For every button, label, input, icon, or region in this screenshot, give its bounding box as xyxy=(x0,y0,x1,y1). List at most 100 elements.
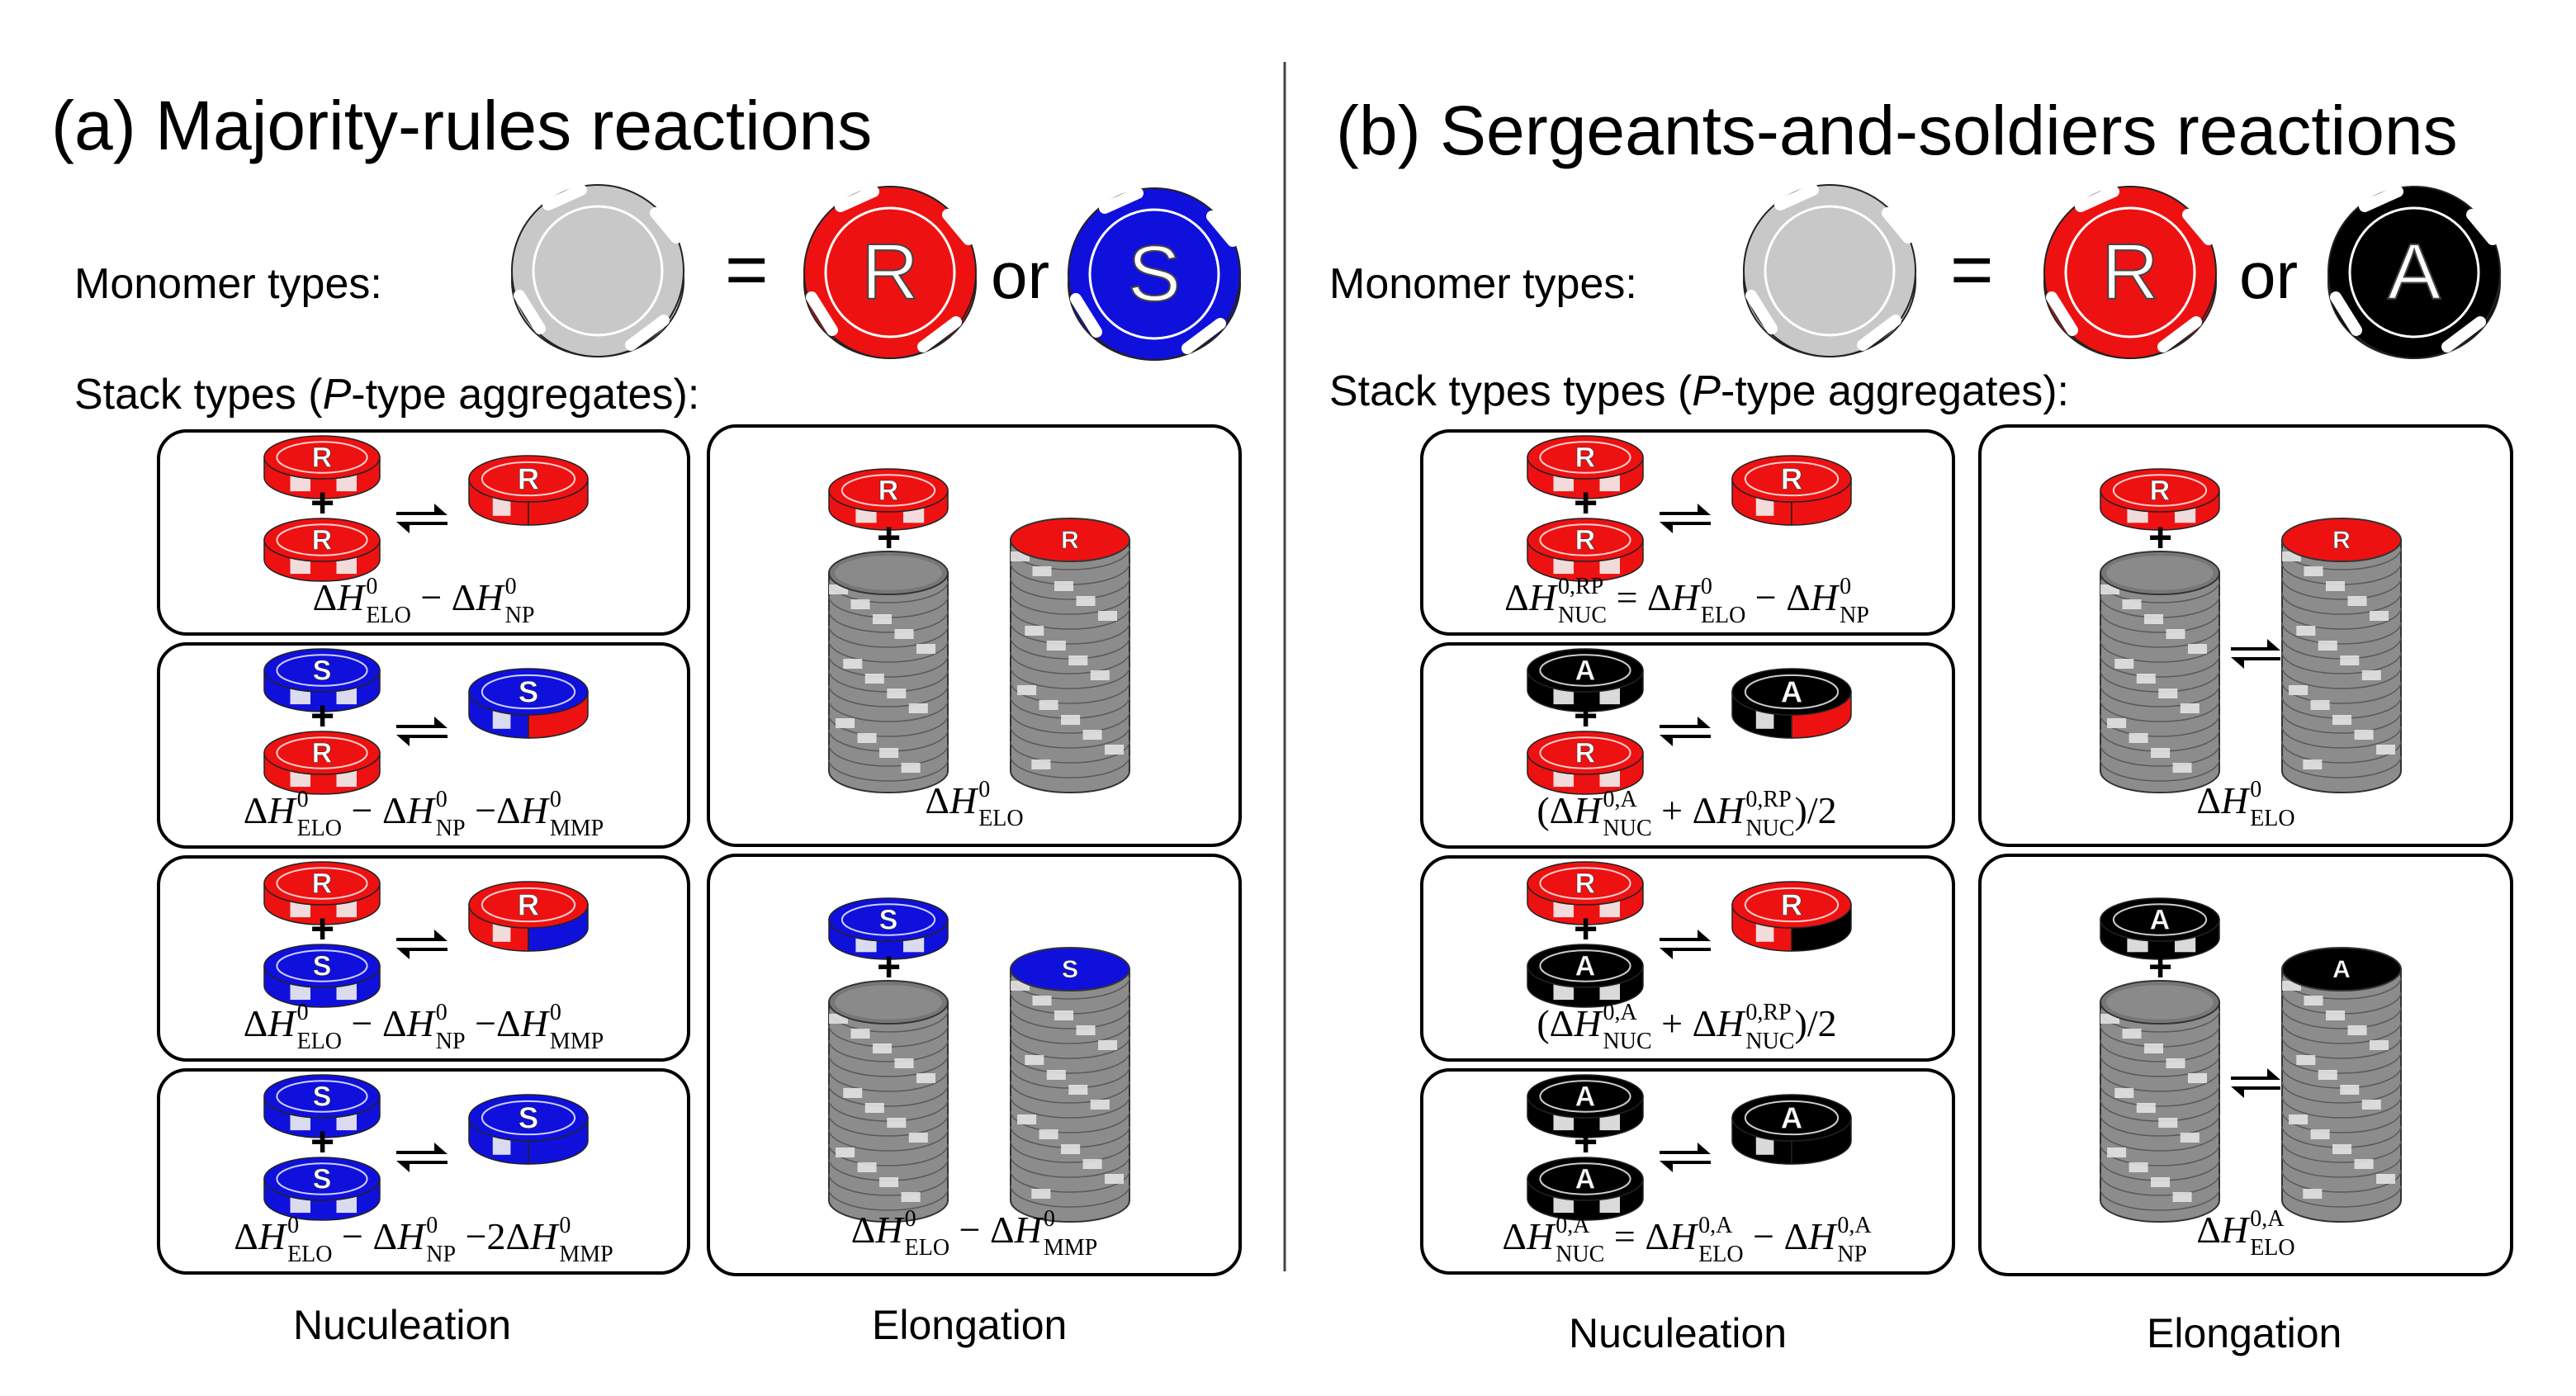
eq-delta-h: ΔH xyxy=(312,575,365,618)
panel-a-elo-2-grown-stack xyxy=(1010,947,1130,1223)
eq-delta-h: ΔH xyxy=(1549,788,1602,831)
eq-operator: ( xyxy=(1537,1001,1550,1044)
panel-b-elo-1-grown-stack xyxy=(2281,518,2402,793)
eq-delta-h: ΔH xyxy=(505,1214,558,1257)
panel-a-elo-1-stack xyxy=(828,551,949,793)
panel-a-elo-2-grown-stack-letter: S xyxy=(1062,956,1078,983)
panel-b-nuc-4-top-chip-letter: A xyxy=(1575,1081,1595,1113)
eq-delta-h: ΔH xyxy=(1692,788,1745,831)
panel-b-nuc-1-product: R xyxy=(1731,455,1852,526)
panel-b-nuc-1-top-chip: R xyxy=(1527,435,1644,499)
eq-delta-h: ΔH xyxy=(243,1001,296,1044)
eq-delta-h: ΔH xyxy=(243,788,296,831)
panel-a-nuc-1-equilibrium-arrows xyxy=(396,504,447,533)
panel-a-elo-2-stack xyxy=(828,980,949,1223)
panel-b-nuc-1-bottom-chip-letter: R xyxy=(1575,525,1595,556)
panel-a-nucleation-label: Nuculeation xyxy=(293,1302,512,1348)
panel-a-nuc-4-bottom-chip-letter: S xyxy=(313,1164,332,1195)
panel-b-monomer-label: Monomer types: xyxy=(1329,260,1637,308)
panel-b-equals: = xyxy=(1950,229,1994,311)
panel-b-nuc-3-product-letter: R xyxy=(1781,888,1802,922)
eq-delta-h: ΔH xyxy=(451,575,504,618)
panel-b-elo-1-equilibrium-arrows xyxy=(2231,639,2280,669)
panel-a-nuc-box-1 xyxy=(157,429,690,636)
panel-b-nuc-2-plus: + xyxy=(1574,693,1598,739)
panel-a-nuc-2-product: S xyxy=(468,668,589,739)
panel-b-nucleation-label: Nuculeation xyxy=(1569,1310,1788,1356)
panel-a-nuc-3-equilibrium-arrows xyxy=(396,930,447,959)
panel-a-nuc-1-product-letter: R xyxy=(518,462,539,496)
panel-b-nuc-2-product: A xyxy=(1731,668,1852,739)
panel-a-nuc-3-product: R xyxy=(468,881,589,952)
eq-delta-h: ΔH xyxy=(1786,575,1839,618)
panel-b-elo-2-monomer-letter: A xyxy=(2150,905,2170,936)
eq-operator: )/2 xyxy=(1794,788,1837,831)
panel-b-nuc-3-plus: + xyxy=(1574,906,1598,952)
panel-a-elo-1-plus: + xyxy=(877,514,902,561)
panel-b-elo-1-plus: + xyxy=(2148,514,2173,561)
panel-a-stack-label: Stack types (P-type aggregates): xyxy=(74,371,700,419)
eq-operator: − xyxy=(1745,575,1787,618)
panel-a-nuc-2-product-letter: S xyxy=(519,675,538,709)
eq-delta-h: ΔH xyxy=(372,1214,425,1257)
panel-a-nuc-4-product: S xyxy=(468,1094,589,1165)
panel-a-nuc-2-plus: + xyxy=(310,693,335,739)
eq-delta-h: ΔH xyxy=(496,1001,548,1044)
eq-operator: − xyxy=(342,1001,382,1044)
eq-delta-h: ΔH xyxy=(1692,1001,1745,1044)
panel-a-elo-box-2 xyxy=(707,854,1242,1276)
panel-b-elo-box-2 xyxy=(1978,854,2513,1276)
panel-a-elo-1-monomer-letter: R xyxy=(878,476,898,507)
panel-a-nuc-4-plus: + xyxy=(310,1119,335,1165)
eq-delta-h: ΔH xyxy=(925,778,978,821)
panel-b-elo-1-grown-stack-letter: R xyxy=(2332,527,2351,554)
panel-a-elo-1-monomer: R xyxy=(828,468,949,531)
panel-a-nuc-4-top-chip-letter: S xyxy=(313,1081,332,1113)
panel-a-nuc-1-product: R xyxy=(468,455,589,526)
panel-a-nuc-3-top-chip: R xyxy=(263,861,381,925)
panel-b-elo-2-equilibrium-arrows xyxy=(2231,1068,2280,1098)
panel-b-monomer-a: A xyxy=(2327,186,2501,359)
panel-b-stack-label: Stack types types (P-type aggregates): xyxy=(1329,367,2070,415)
eq-delta-h: ΔH xyxy=(2196,1208,2249,1251)
eq-operator: = xyxy=(1604,1214,1646,1257)
eq-delta-h: ΔH xyxy=(1549,1001,1602,1044)
panel-b-elo-1-stack xyxy=(2100,551,2220,793)
panel-b-nuc-3-equilibrium-arrows xyxy=(1660,930,1711,959)
panel-a-monomer-s-letter: S xyxy=(1128,230,1181,318)
panel-b-nuc-1-equilibrium-arrows xyxy=(1660,504,1711,533)
panel-b-elo-2-grown-stack xyxy=(2281,947,2402,1223)
eq-delta-h: ΔH xyxy=(1645,1214,1698,1257)
panel-a-or: or xyxy=(991,239,1050,312)
panel-b-nuc-4-plus: + xyxy=(1574,1119,1598,1165)
panel-b-nuc-4-top-chip: A xyxy=(1527,1074,1644,1138)
panel-b-monomer-r-letter: R xyxy=(2101,228,2158,316)
panel-a-elo-2-plus: + xyxy=(877,944,902,990)
panel-b-elo-box-1 xyxy=(1978,424,2513,847)
eq-delta-h: ΔH xyxy=(850,1208,903,1251)
panel-a-nuc-3-product-letter: R xyxy=(518,888,539,922)
panel-b-nuc-3-bottom-chip: A xyxy=(1527,944,1644,1008)
eq-delta-h: ΔH xyxy=(234,1214,286,1257)
panel-a-title: (a) Majority-rules reactions xyxy=(51,87,873,164)
eq-operator: −2 xyxy=(456,1214,506,1257)
panel-a-nuc-2-bottom-chip: R xyxy=(263,731,381,795)
panel-a-elo-box-1 xyxy=(707,424,1242,847)
panel-a-nuc-1-plus: + xyxy=(310,480,335,526)
panel-a-nuc-4-bottom-chip: S xyxy=(263,1157,381,1221)
panel-a-monomer-label: Monomer types: xyxy=(74,260,382,308)
panel-b-nuc-3-top-chip-letter: R xyxy=(1575,868,1595,900)
panel-b-nuc-1-plus: + xyxy=(1574,480,1598,526)
panel-a-nuc-1-top-chip: R xyxy=(263,435,381,499)
eq-delta-h: ΔH xyxy=(990,1208,1042,1251)
